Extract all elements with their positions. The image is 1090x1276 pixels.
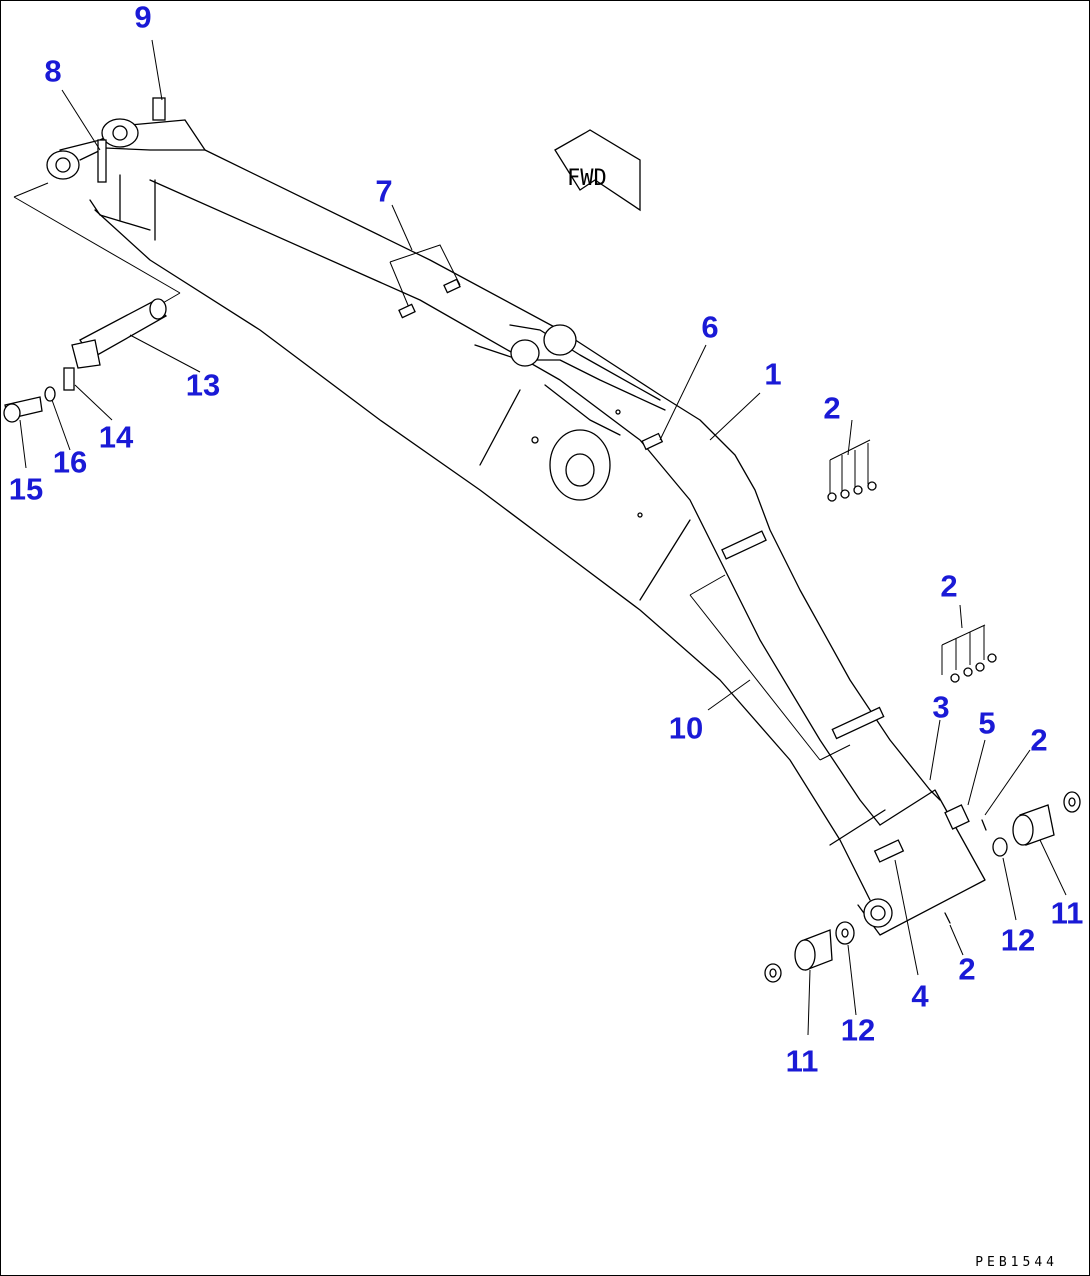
clamp-set-upper	[827, 439, 877, 502]
bushings	[764, 791, 1081, 983]
callout-14: 14	[98, 419, 134, 455]
callout-12-right: 12	[1000, 922, 1036, 958]
callout-3: 3	[932, 689, 950, 725]
clamps	[97, 97, 970, 863]
callout-2-lower: 2	[958, 951, 976, 987]
pin-assembly	[3, 298, 168, 423]
assembly-lines	[13, 182, 851, 761]
callout-6: 6	[701, 309, 719, 345]
callout-9: 9	[134, 0, 152, 35]
callout-7: 7	[375, 173, 393, 209]
callout-11-left: 11	[785, 1043, 819, 1079]
callout-1: 1	[764, 356, 782, 392]
leader-lines	[19, 39, 1067, 1036]
callout-2-right: 2	[940, 568, 958, 604]
svg-text:FWD: FWD	[567, 166, 607, 191]
callout-15: 15	[8, 471, 44, 507]
fwd-arrow: FWD	[554, 129, 641, 212]
callout-5: 5	[978, 705, 996, 741]
callout-4: 4	[911, 978, 929, 1014]
callout-2-far-right: 2	[1030, 722, 1048, 758]
callout-8: 8	[44, 53, 62, 89]
boom-structure	[46, 118, 986, 936]
drawing-code: PEB1544	[975, 1255, 1058, 1270]
callout-16: 16	[52, 444, 88, 480]
clamp-set-lower	[941, 624, 997, 683]
callout-13: 13	[185, 367, 221, 403]
callout-12-left: 12	[840, 1012, 876, 1048]
callout-2-upper: 2	[823, 390, 841, 426]
callout-10: 10	[668, 710, 704, 746]
callout-11-right: 11	[1050, 895, 1084, 931]
